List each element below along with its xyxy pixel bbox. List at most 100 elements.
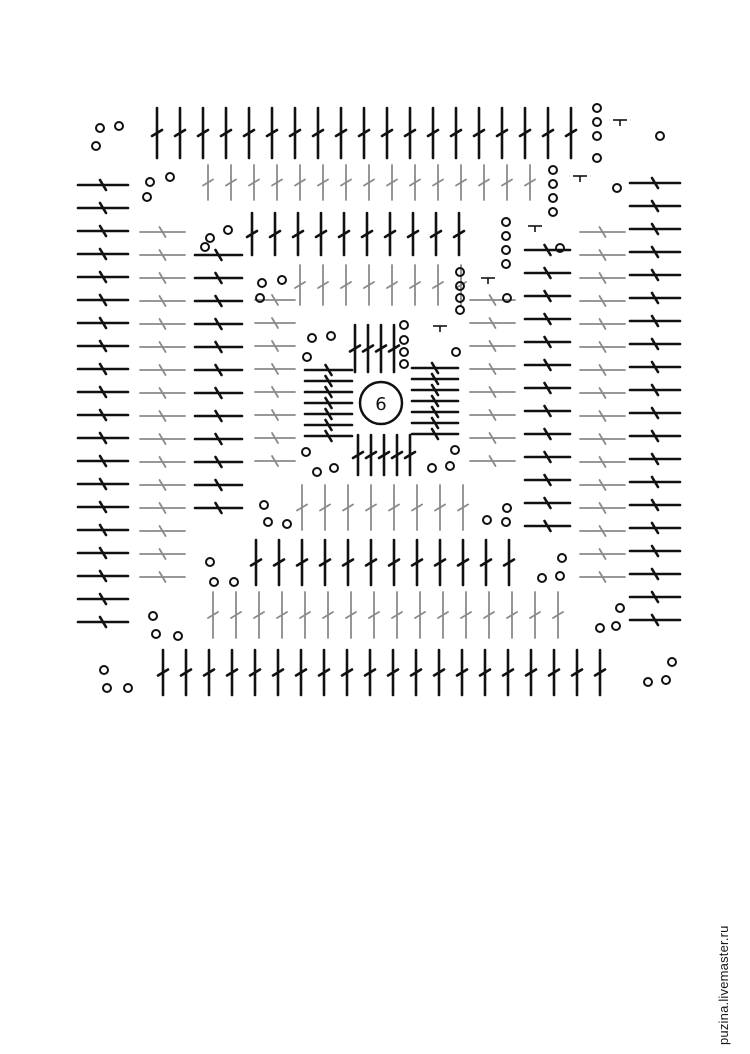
double-crochet-stitch — [139, 548, 186, 560]
double-crochet-stitch — [469, 386, 516, 398]
double-crochet-stitch — [523, 519, 572, 533]
double-crochet-stitch — [386, 648, 400, 697]
double-crochet-stitch — [76, 224, 130, 238]
chain-stitch — [399, 347, 409, 357]
chain-stitch — [557, 553, 567, 563]
double-crochet-stitch — [628, 521, 682, 535]
double-crochet-stitch — [207, 591, 219, 639]
chain-stitch — [501, 517, 511, 527]
double-crochet-stitch — [579, 318, 626, 330]
double-crochet-stitch — [410, 394, 460, 408]
double-crochet-stitch — [628, 406, 682, 420]
double-crochet-stitch — [593, 648, 607, 697]
chain-stitch — [450, 445, 460, 455]
double-crochet-stitch — [469, 363, 516, 375]
double-crochet-stitch — [388, 484, 400, 531]
double-crochet-stitch — [193, 409, 244, 423]
chain-stitch — [555, 571, 565, 581]
double-crochet-stitch — [387, 323, 401, 374]
chain-stitch — [200, 242, 210, 252]
double-crochet-stitch — [299, 591, 311, 639]
double-crochet-stitch — [271, 164, 283, 201]
double-crochet-stitch — [432, 164, 444, 201]
chain-stitch — [661, 675, 671, 685]
double-crochet-stitch — [268, 211, 282, 257]
chain-stitch — [301, 447, 311, 457]
double-crochet-stitch — [523, 381, 572, 395]
chain-stitch — [592, 103, 602, 113]
double-crochet-stitch — [76, 270, 130, 284]
double-crochet-stitch — [139, 479, 186, 491]
double-crochet-stitch — [254, 317, 296, 329]
double-crochet-stitch — [76, 592, 130, 606]
double-crochet-stitch — [76, 569, 130, 583]
double-crochet-stitch — [76, 316, 130, 330]
double-crochet-stitch — [139, 226, 186, 238]
double-crochet-stitch — [76, 178, 130, 192]
double-crochet-stitch — [139, 364, 186, 376]
double-crochet-stitch — [387, 538, 401, 587]
double-crochet-stitch — [579, 433, 626, 445]
double-crochet-stitch — [248, 164, 260, 201]
double-crochet-stitch — [579, 295, 626, 307]
double-crochet-stitch — [248, 648, 262, 697]
double-crochet-stitch — [245, 211, 259, 257]
double-crochet-stitch — [579, 548, 626, 560]
chain-stitch — [259, 500, 269, 510]
watermark-text: puzina.livemaster.ru — [716, 925, 731, 1045]
double-crochet-stitch — [340, 648, 354, 697]
double-crochet-stitch — [523, 358, 572, 372]
double-crochet-stitch — [524, 164, 536, 201]
chain-stitch — [548, 179, 558, 189]
double-crochet-stitch — [348, 323, 362, 374]
double-crochet-stitch — [469, 432, 516, 444]
double-crochet-stitch — [364, 433, 378, 477]
double-crochet-stitch — [456, 538, 470, 587]
double-crochet-stitch — [386, 264, 398, 306]
chain-stitch — [615, 603, 625, 613]
double-crochet-stitch — [276, 591, 288, 639]
double-crochet-stitch — [501, 164, 513, 201]
double-crochet-stitch — [193, 386, 244, 400]
double-crochet-stitch — [361, 323, 375, 374]
chain-stitch — [399, 320, 409, 330]
chain-stitch — [643, 677, 653, 687]
double-crochet-stitch — [242, 106, 256, 160]
double-crochet-stitch — [317, 648, 331, 697]
double-crochet-stitch — [139, 502, 186, 514]
double-crochet-stitch — [76, 201, 130, 215]
double-crochet-stitch — [628, 544, 682, 558]
chain-stitch — [455, 305, 465, 315]
chain-stitch — [123, 683, 133, 693]
double-crochet-stitch — [506, 591, 518, 639]
double-crochet-stitch — [363, 648, 377, 697]
double-crochet-stitch — [457, 484, 469, 531]
double-crochet-stitch — [579, 502, 626, 514]
chain-stitch — [537, 573, 547, 583]
double-crochet-stitch — [523, 450, 572, 464]
chain-stitch — [655, 131, 665, 141]
double-crochet-stitch — [455, 164, 467, 201]
double-crochet-stitch — [483, 591, 495, 639]
chain-stitch — [282, 519, 292, 529]
double-crochet-stitch — [380, 106, 394, 160]
double-crochet-stitch — [455, 264, 467, 306]
double-crochet-stitch — [523, 496, 572, 510]
double-crochet-stitch — [76, 293, 130, 307]
double-crochet-stitch — [76, 431, 130, 445]
double-crochet-stitch — [478, 648, 492, 697]
double-crochet-stitch — [403, 433, 417, 477]
double-crochet-stitch — [303, 396, 354, 410]
double-crochet-stitch — [410, 383, 460, 397]
chain-stitch — [255, 293, 265, 303]
double-crochet-stitch — [479, 538, 493, 587]
double-crochet-stitch — [628, 291, 682, 305]
chain-stitch — [277, 275, 287, 285]
double-crochet-stitch — [76, 454, 130, 468]
double-crochet-stitch — [472, 106, 486, 160]
double-crochet-stitch — [254, 409, 296, 421]
double-crochet-stitch — [469, 340, 516, 352]
double-crochet-stitch — [409, 264, 421, 306]
chain-stitch — [612, 183, 622, 193]
double-crochet-stitch — [254, 455, 296, 467]
